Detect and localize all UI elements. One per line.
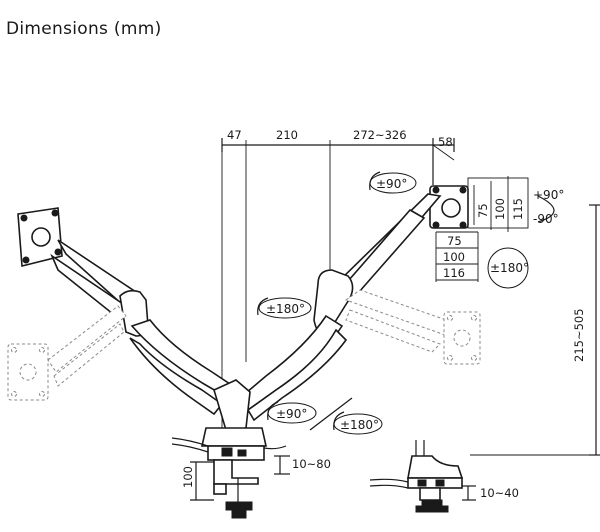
rotation-base: ±90° ±180° — [267, 397, 383, 435]
vesa-75-vertical: 75 — [476, 203, 490, 218]
right-lower-arm — [238, 314, 348, 422]
rotation-tilt: +90° -90° — [533, 188, 564, 226]
dim-272-326: 272~326 — [353, 128, 407, 142]
height-dimension: 215~505 — [470, 204, 600, 456]
grommet-mount: 10~40 — [407, 440, 519, 513]
dim-47: 47 — [227, 128, 242, 142]
left-lower-arm — [129, 319, 238, 416]
rot-tilt-up: +90° — [533, 188, 564, 202]
rot-head-swivel: ±90° — [376, 177, 407, 191]
vesa-75-horizontal: 75 — [447, 234, 462, 248]
right-upper-arm — [313, 193, 442, 335]
vesa-115-vertical: 115 — [511, 198, 525, 220]
desk-clamp — [207, 445, 265, 519]
vesa-116-horizontal: 116 — [443, 266, 465, 280]
rot-base-rotation: ±180° — [340, 418, 379, 432]
left-arm-ghost — [7, 305, 127, 401]
right-vesa-plate — [429, 185, 469, 229]
page-title: Dimensions (mm) — [6, 19, 162, 39]
vesa-dimension-block: 75 100 115 75 100 116 — [435, 176, 529, 282]
dim-clamp-100: 100 — [181, 466, 195, 488]
rot-screen-rotation: ±180° — [490, 261, 529, 275]
rotation-head-swivel: ±90° — [369, 171, 417, 194]
dim-clamp-range: 10~80 — [292, 457, 331, 471]
dim-58: 58 — [438, 135, 453, 149]
rotation-screen: ±180° — [487, 247, 529, 289]
dim-height: 215~505 — [572, 308, 586, 362]
left-vesa-plate — [17, 207, 63, 268]
dim-grommet-range: 10~40 — [480, 486, 519, 500]
center-pole — [201, 379, 267, 447]
cables — [171, 437, 409, 489]
rotation-elbow: ±180° — [257, 297, 312, 319]
dim-210: 210 — [276, 128, 298, 142]
vesa-100-horizontal: 100 — [443, 250, 465, 264]
clamp-dimensions: 100 10~80 — [181, 455, 331, 501]
vesa-100-vertical: 100 — [493, 198, 507, 220]
rot-base-swivel: ±90° — [276, 407, 307, 421]
rot-tilt-down: -90° — [533, 212, 559, 226]
rot-elbow: ±180° — [266, 302, 305, 316]
right-arm-ghost — [344, 289, 481, 365]
left-upper-arm — [50, 239, 149, 337]
